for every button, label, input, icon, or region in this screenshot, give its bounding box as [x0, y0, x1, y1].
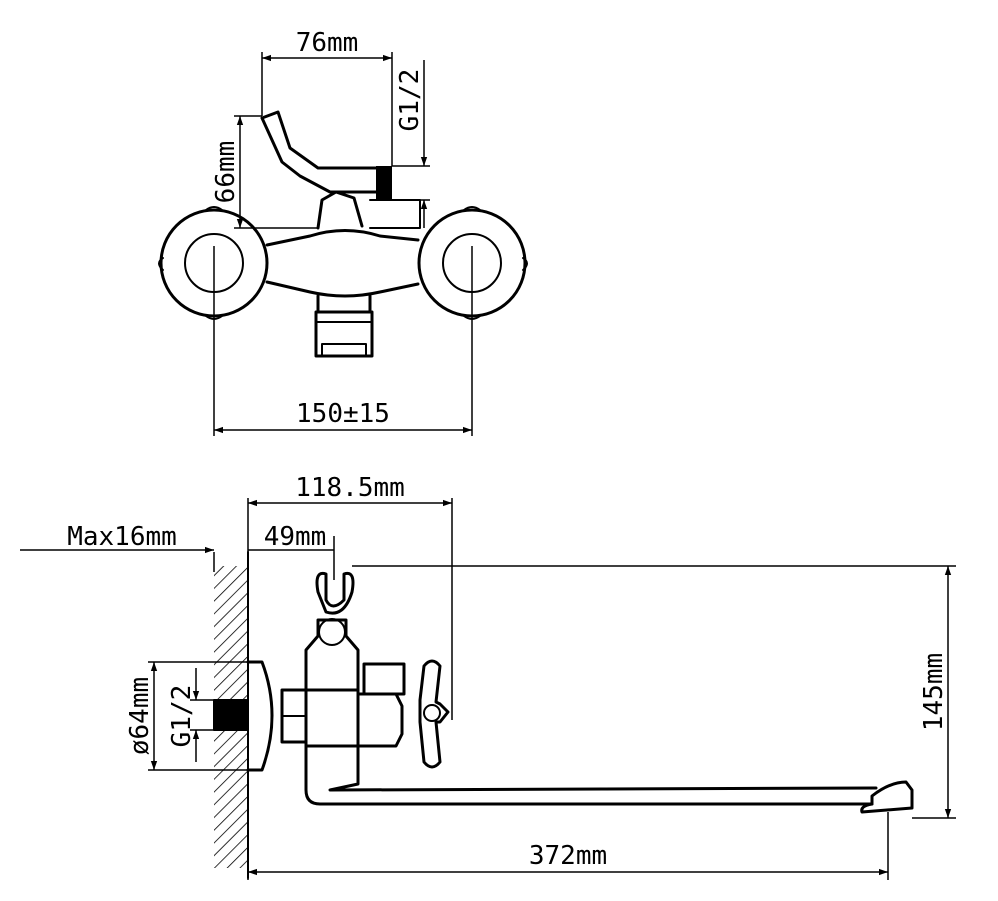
dim-label-118: 118.5mm — [295, 473, 405, 503]
side-view: 118.5mm Max16mm 49mm 145mm ø64mm — [20, 473, 956, 880]
dim-label-64: ø64mm — [125, 677, 155, 755]
dim-handle-offset: 49mm — [264, 522, 335, 580]
dim-center-distance: 150±15 — [213, 246, 473, 436]
dim-top-width: 76mm — [261, 28, 393, 166]
dim-label-g12-side: G1/2 — [167, 685, 197, 748]
dim-label-76mm: 76mm — [296, 28, 359, 58]
right-handle — [417, 206, 528, 320]
dim-label-145: 145mm — [919, 653, 949, 731]
dim-label-66mm: 66mm — [211, 141, 241, 204]
dim-outlet-offset: 118.5mm — [247, 473, 453, 720]
dim-max-depth: Max16mm — [20, 522, 334, 554]
wall-connector — [213, 660, 308, 772]
mixer-body — [260, 110, 421, 358]
left-handle — [158, 206, 269, 320]
dim-label-372: 372mm — [529, 841, 607, 871]
front-view: 76mm 66mm G1/2 150±15 — [158, 28, 528, 436]
side-body — [304, 571, 914, 814]
dim-spout-length: 372mm — [247, 812, 889, 880]
dim-side-thread: G1/2 — [167, 668, 214, 762]
dim-label-g12-top: G1/2 — [395, 69, 425, 132]
dim-height: 145mm — [352, 565, 956, 819]
dim-top-thread: G1/2 — [392, 60, 430, 228]
dim-top-height: 66mm — [211, 115, 318, 229]
dim-flange-dia: ø64mm — [125, 661, 248, 771]
dim-label-49: 49mm — [264, 522, 327, 552]
dim-label-150: 150±15 — [296, 399, 390, 429]
dim-label-max16: Max16mm — [67, 522, 177, 552]
